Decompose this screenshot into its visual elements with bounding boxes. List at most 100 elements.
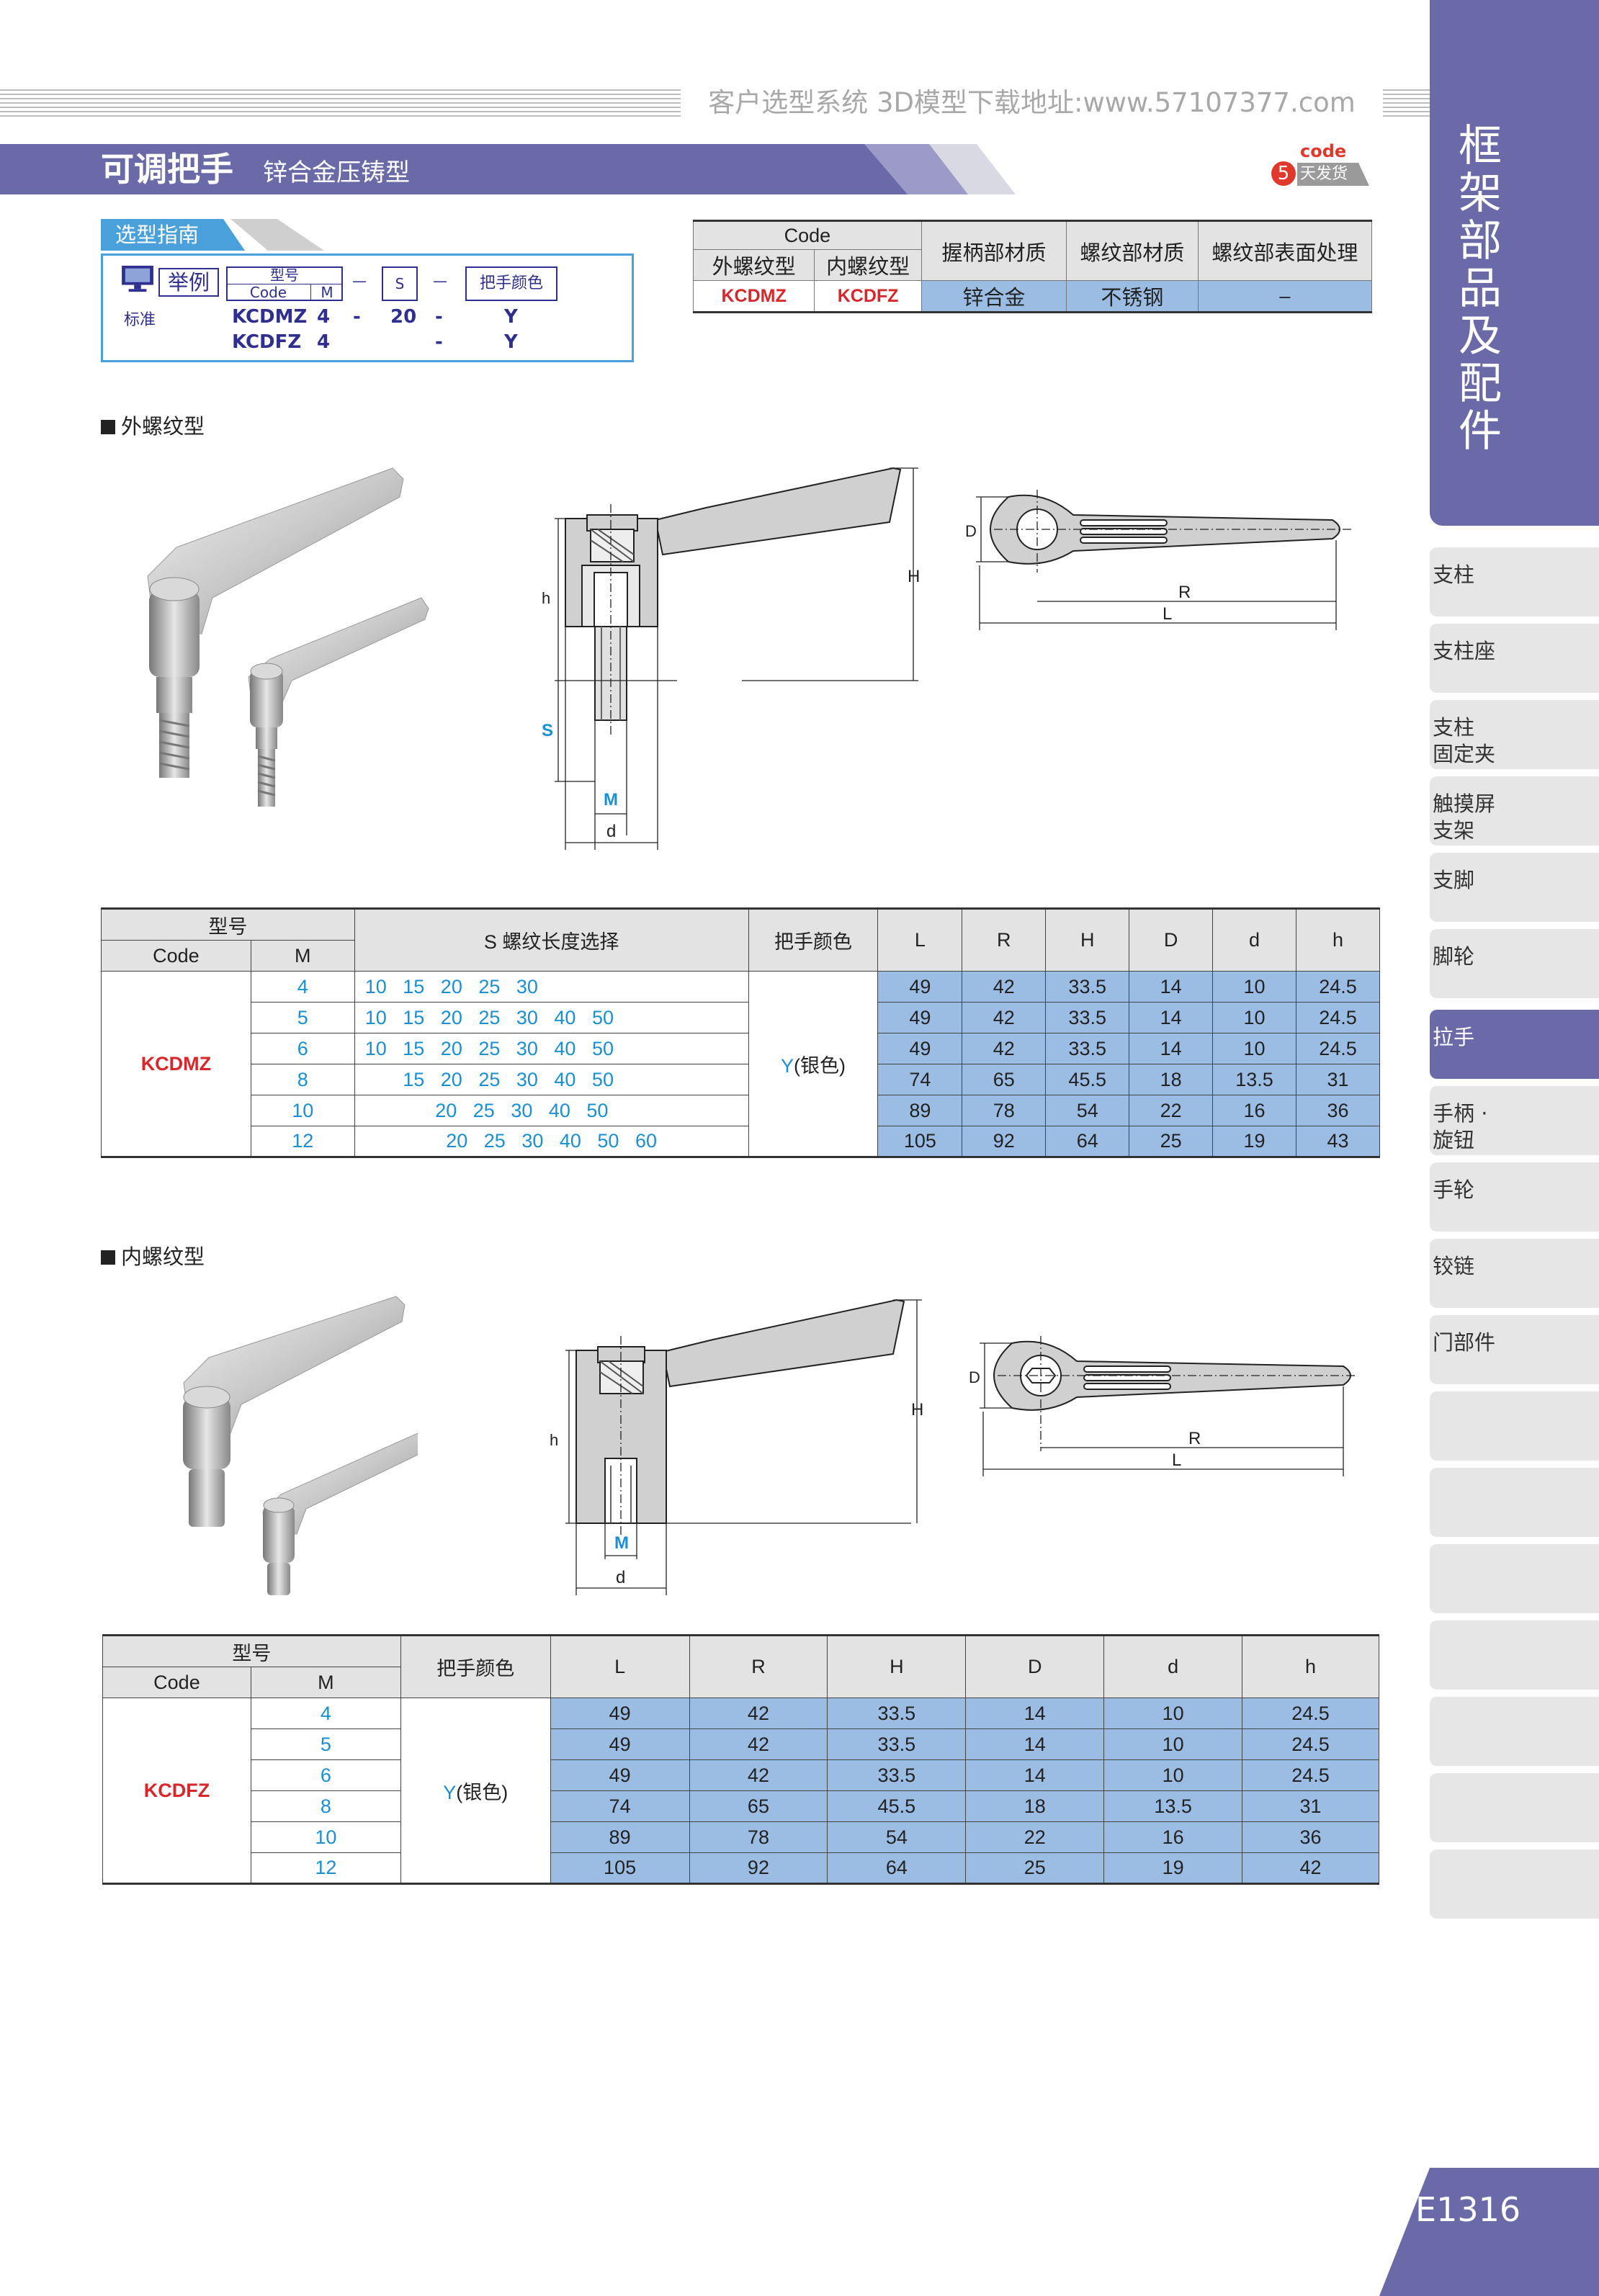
dim-D: D xyxy=(965,522,977,540)
t2-col-header: L xyxy=(550,1635,690,1698)
t1-col-header: D xyxy=(1129,908,1214,972)
sidebar-item[interactable] xyxy=(1430,1773,1599,1842)
guide-tab-decoration xyxy=(230,219,324,251)
t2-dim-value: 14 xyxy=(965,1728,1105,1760)
t1-dim-value: 22 xyxy=(1129,1095,1214,1126)
t1-dim-value: 33.5 xyxy=(1045,1002,1130,1033)
badge-days: 5 xyxy=(1271,161,1296,186)
t1-m-value: 5 xyxy=(250,1002,355,1033)
t2-dim-value: 14 xyxy=(965,1698,1105,1729)
spec-code-header: Code xyxy=(693,220,922,250)
t1-dim-value: 25 xyxy=(1129,1126,1214,1157)
product-photo-external xyxy=(147,467,429,807)
guide-color: Y xyxy=(504,331,518,353)
t1-s-options: 20 25 30 40 50 xyxy=(354,1095,749,1126)
sidebar-title: 框架部品及配件 xyxy=(1459,121,1502,457)
spec-thread-header: 螺纹部材质 xyxy=(1066,220,1199,281)
s-box xyxy=(382,266,418,301)
t2-m-value: 12 xyxy=(250,1852,401,1884)
t2-dim-value: 49 xyxy=(550,1759,690,1791)
sidebar-item[interactable]: 手轮 xyxy=(1430,1162,1599,1232)
t2-m-header: M xyxy=(250,1667,401,1698)
t2-dim-value: 16 xyxy=(1103,1821,1243,1853)
sidebar-item[interactable]: 手柄 · 旋钮 xyxy=(1430,1086,1599,1155)
sidebar-item[interactable] xyxy=(1430,1620,1599,1690)
t1-color-header: 把手颜色 xyxy=(748,908,879,972)
t1-dim-value: 78 xyxy=(962,1095,1047,1126)
t1-s-header: S 螺纹长度选择 xyxy=(354,908,749,972)
t1-dim-value: 24.5 xyxy=(1295,971,1381,1003)
spec-table: Code 握柄部材质 螺纹部材质 螺纹部表面处理 外螺纹型 内螺纹型 KCDMZ… xyxy=(692,220,1373,313)
t2-dim-value: 36 xyxy=(1242,1821,1379,1853)
sidebar-item[interactable]: 支柱 xyxy=(1430,547,1599,616)
t2-dim-value: 89 xyxy=(550,1821,690,1853)
t1-dim-value: 65 xyxy=(962,1064,1047,1095)
t1-dim-value: 33.5 xyxy=(1045,1033,1130,1064)
t1-dim-value: 92 xyxy=(962,1126,1047,1157)
sidebar-item[interactable] xyxy=(1430,1849,1599,1919)
guide-color: Y xyxy=(504,306,518,328)
badge-code: code xyxy=(1300,141,1347,161)
t2-m-value: 5 xyxy=(250,1728,401,1760)
t1-dim-value: 19 xyxy=(1212,1126,1296,1157)
t2-dim-value: 49 xyxy=(550,1728,690,1760)
delivery-badge: code 天发货 5 xyxy=(1271,141,1379,194)
t1-col-header: L xyxy=(877,908,963,972)
sidebar-item[interactable]: 支柱 固定夹 xyxy=(1430,700,1599,769)
sidebar-item[interactable] xyxy=(1430,1697,1599,1766)
t1-dim-value: 74 xyxy=(877,1064,963,1095)
t2-code: KCDFZ xyxy=(102,1698,251,1884)
t1-dim-value: 10 xyxy=(1212,1033,1296,1064)
t1-col-header: d xyxy=(1212,908,1296,972)
t2-dim-value: 105 xyxy=(550,1852,690,1884)
dim-h: h xyxy=(550,1431,558,1449)
dim-d: d xyxy=(606,822,616,841)
sidebar-header xyxy=(1430,0,1599,526)
t2-dim-value: 25 xyxy=(965,1852,1105,1884)
sidebar-item[interactable]: 门部件 xyxy=(1430,1315,1599,1384)
t1-dim-value: 14 xyxy=(1129,971,1214,1003)
sidebar-item[interactable]: 触摸屏 支架 xyxy=(1430,776,1599,846)
spec-thread-value: 不锈钢 xyxy=(1066,280,1199,313)
sidebar-item[interactable]: 拉手 xyxy=(1430,1010,1599,1079)
t1-s-options: 10 15 20 25 30 40 50 xyxy=(354,1002,749,1033)
dim-H: H xyxy=(911,1400,923,1420)
t2-dim-value: 49 xyxy=(550,1698,690,1729)
t2-col-header: h xyxy=(1242,1635,1379,1698)
t1-dim-value: 42 xyxy=(962,1033,1047,1064)
t2-dim-value: 18 xyxy=(965,1790,1105,1822)
t2-dim-value: 10 xyxy=(1103,1759,1243,1791)
sidebar-item[interactable]: 支柱座 xyxy=(1430,624,1599,693)
t1-dim-value: 16 xyxy=(1212,1095,1296,1126)
example-label: 举例 xyxy=(158,268,219,297)
sidebar-item[interactable] xyxy=(1430,1544,1599,1613)
t1-code: KCDMZ xyxy=(101,971,251,1157)
t2-dim-value: 19 xyxy=(1103,1852,1243,1884)
t1-dim-value: 105 xyxy=(877,1126,963,1157)
sidebar-item[interactable]: 铰链 xyxy=(1430,1239,1599,1308)
t1-dim-value: 36 xyxy=(1295,1095,1381,1126)
color-label: 把手颜色 xyxy=(479,274,543,292)
t2-code-header: Code xyxy=(102,1667,251,1698)
sidebar-item[interactable] xyxy=(1430,1391,1599,1461)
t1-col-header: H xyxy=(1045,908,1130,972)
guide-dash: - xyxy=(353,306,361,328)
sidebar-item[interactable]: 支脚 xyxy=(1430,853,1599,922)
t2-color-code: Y xyxy=(443,1781,457,1803)
t1-dim-value: 42 xyxy=(962,1002,1047,1033)
s-label: S xyxy=(395,275,405,292)
drawing-internal-side: h M d H xyxy=(550,1299,923,1595)
drawing-external-side: h S M d H xyxy=(542,467,920,850)
t2-dim-value: 13.5 xyxy=(1103,1790,1243,1822)
t1-s-options: 10 15 20 25 30 xyxy=(354,971,749,1003)
t1-color-code: Y xyxy=(781,1054,794,1077)
sidebar-item[interactable] xyxy=(1430,1468,1599,1537)
t2-dim-value: 42 xyxy=(689,1728,828,1760)
t2-dim-value: 24.5 xyxy=(1242,1759,1379,1791)
page-title: 可调把手 xyxy=(101,150,233,189)
t1-m-value: 12 xyxy=(250,1126,355,1157)
t1-model-header: 型号 xyxy=(101,908,355,941)
sidebar-item[interactable]: 脚轮 xyxy=(1430,929,1599,998)
guide-tab xyxy=(101,219,245,251)
